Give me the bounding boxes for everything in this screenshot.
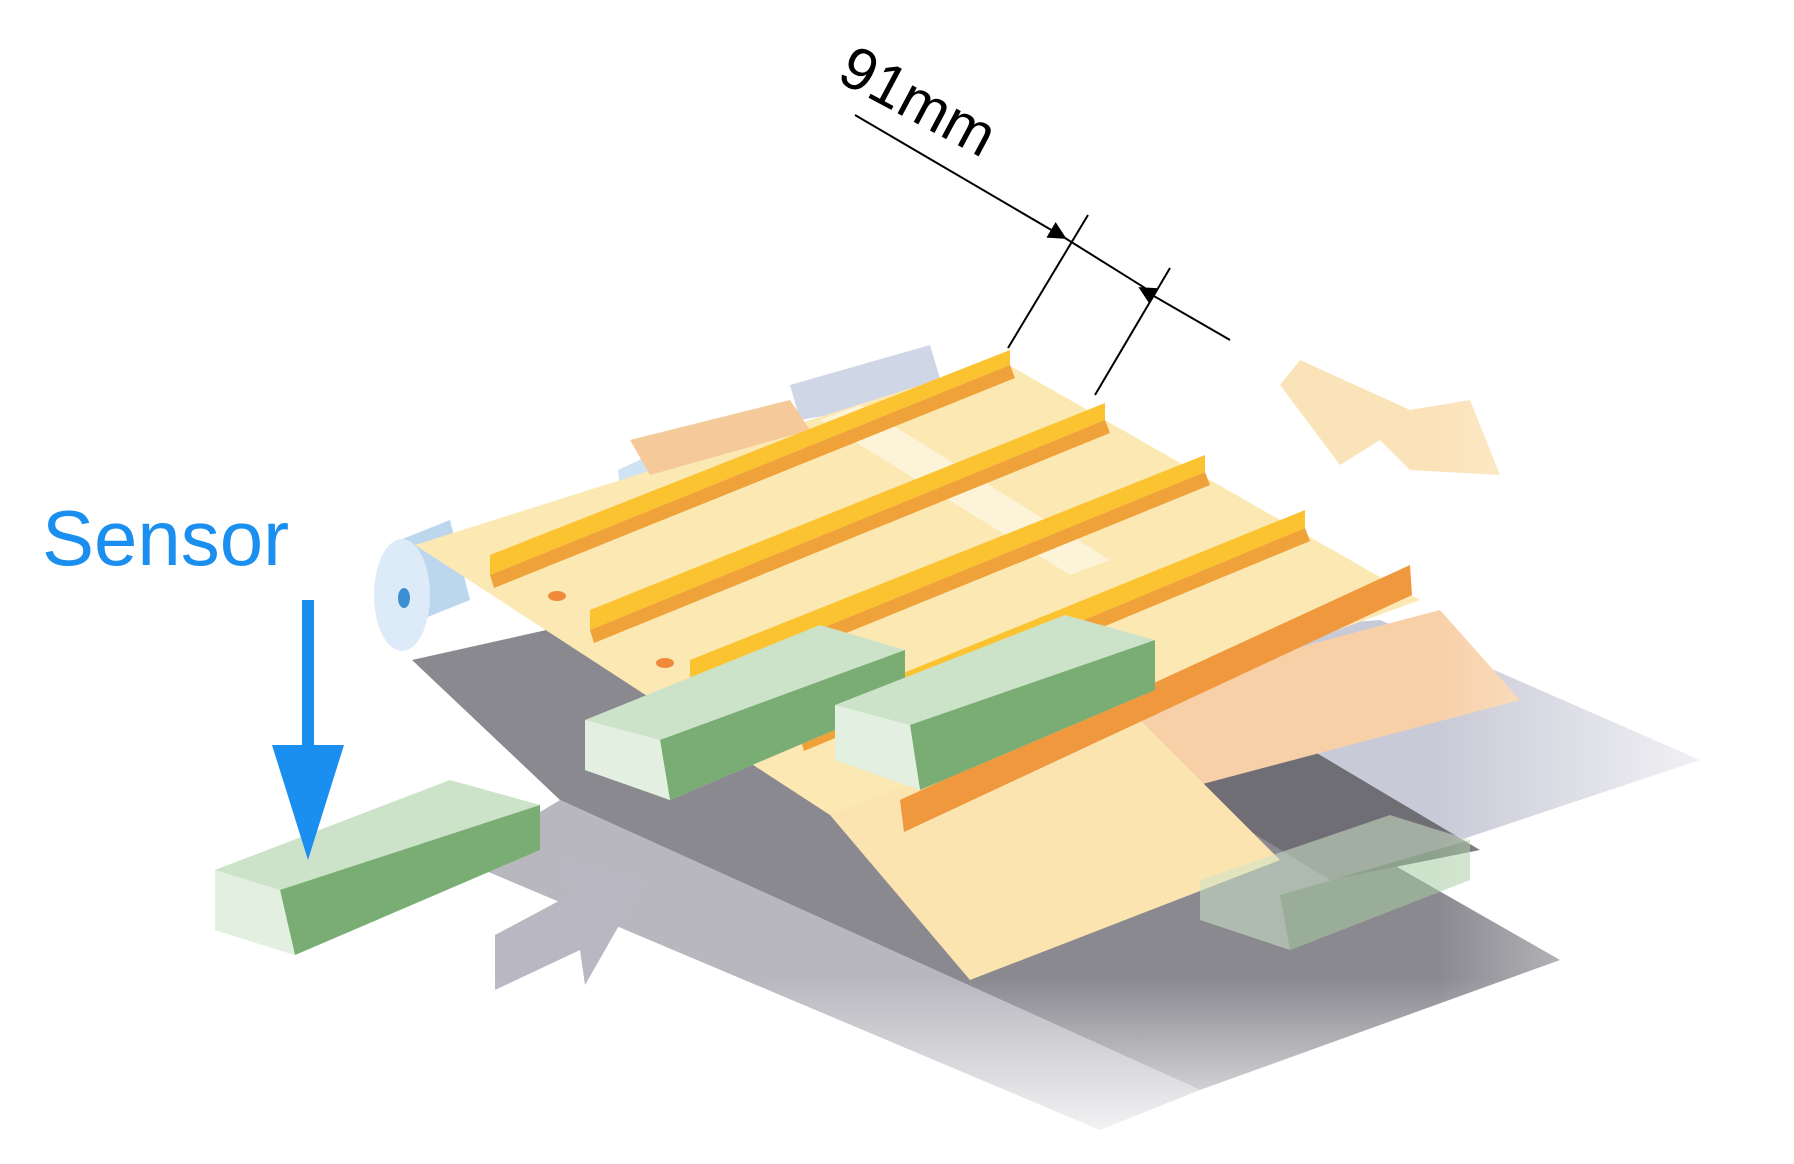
dimension-label: 91mm xyxy=(829,32,1008,169)
dimension-line-right xyxy=(1138,287,1231,341)
fade-bottom xyxy=(400,700,1794,1164)
slat-1-face xyxy=(490,365,1015,588)
dimension-line-mid xyxy=(1064,237,1146,289)
incoming-product-end xyxy=(215,870,295,955)
sensor-arrow-head-icon xyxy=(272,745,344,860)
slat-2 xyxy=(590,403,1105,630)
peg-hole-2 xyxy=(656,658,674,668)
sensor-annotation: Sensor xyxy=(42,494,344,860)
sensor-label: Sensor xyxy=(42,494,289,582)
peg-hole-1 xyxy=(548,591,566,601)
slat-2-face xyxy=(590,420,1110,643)
slat-1 xyxy=(490,350,1010,575)
leader-line xyxy=(854,114,1067,239)
sensor-arrow-shaft xyxy=(302,600,314,760)
tray-peach-back xyxy=(630,400,810,475)
extension-line-left xyxy=(1007,214,1089,349)
roller-hub xyxy=(398,588,410,608)
